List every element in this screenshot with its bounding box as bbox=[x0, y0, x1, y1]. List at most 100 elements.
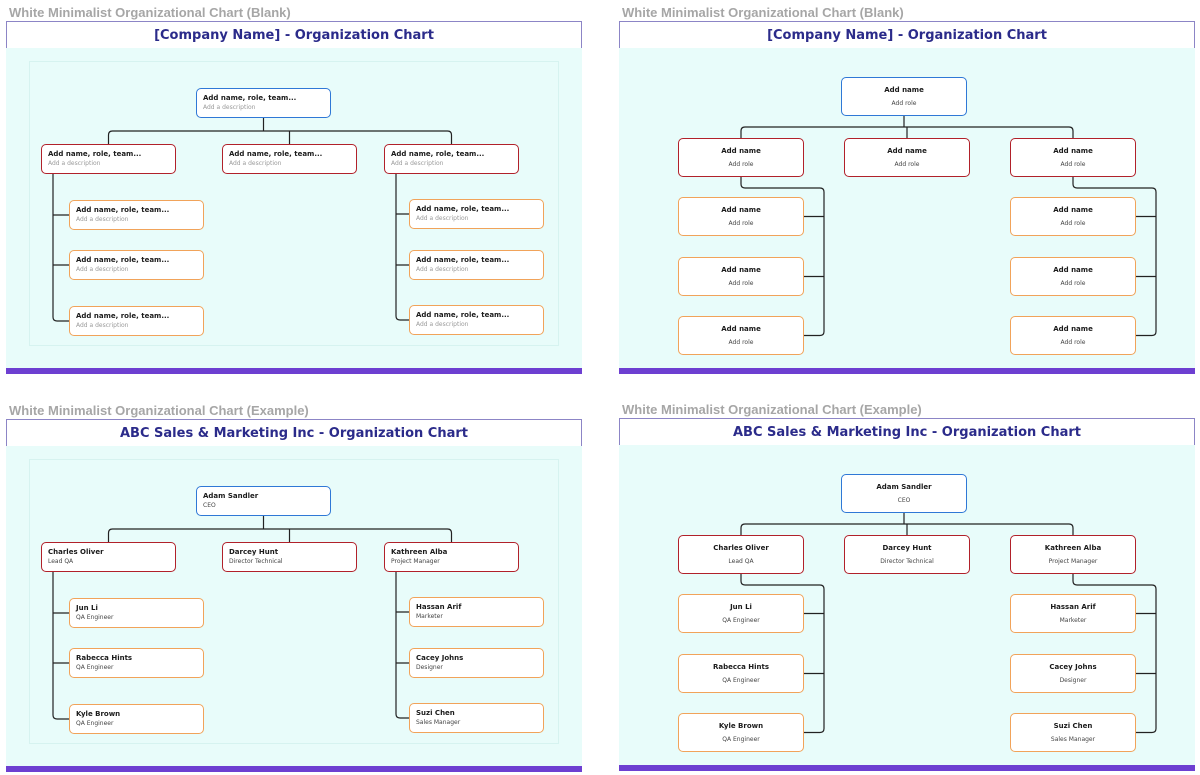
node-name: Suzi Chen bbox=[1053, 721, 1093, 730]
node-role: Add a description bbox=[76, 216, 129, 223]
node-role: QA Engineer bbox=[722, 735, 760, 743]
org-chart-panel: White Minimalist Organizational Chart (E… bbox=[6, 403, 582, 775]
node-name: Suzi Chen bbox=[416, 709, 455, 717]
node-name: Add name bbox=[721, 265, 761, 274]
report-node[interactable]: Add name, role, team... Add a description bbox=[409, 199, 544, 229]
node-name: Add name, role, team... bbox=[76, 206, 170, 214]
report-node[interactable]: Add name, role, team... Add a description bbox=[69, 306, 204, 336]
node-role: Add a description bbox=[416, 215, 469, 222]
node-name: Add name bbox=[721, 146, 761, 155]
node-role: Director Technical bbox=[229, 558, 283, 565]
node-role: Add a description bbox=[48, 160, 101, 167]
node-name: Add name bbox=[1053, 146, 1093, 155]
left-manager-to-reports-connector bbox=[52, 572, 69, 720]
chart-title: ABC Sales & Marketing Inc - Organization… bbox=[619, 418, 1195, 446]
node-name: Jun Li bbox=[730, 602, 752, 611]
node-name: Add name, role, team... bbox=[229, 150, 323, 158]
node-role: Sales Manager bbox=[416, 719, 461, 726]
connector-lines bbox=[52, 516, 453, 720]
node-name: Add name bbox=[1053, 324, 1093, 333]
node-role: Add a description bbox=[416, 266, 469, 273]
node-name: Charles Oliver bbox=[713, 543, 769, 552]
node-role: Add a description bbox=[391, 160, 444, 167]
node-name: Add name bbox=[887, 146, 927, 155]
node-name: Add name, role, team... bbox=[416, 205, 510, 213]
node-role: Add a description bbox=[416, 321, 469, 328]
report-node[interactable]: Add name, role, team... Add a description bbox=[409, 250, 544, 280]
right-manager-to-reports-connector bbox=[1072, 574, 1157, 734]
report-node[interactable]: Add name, role, team...Add a description bbox=[409, 305, 544, 335]
report-node[interactable]: Add name, role, team...Add a description bbox=[69, 250, 204, 280]
node-name: Cacey Johns bbox=[416, 654, 464, 662]
node-name: Charles Oliver bbox=[48, 548, 104, 556]
panel-caption: White Minimalist Organizational Chart (E… bbox=[9, 403, 309, 418]
node-role: Director Technical bbox=[880, 557, 934, 565]
node-name: Darcey Hunt bbox=[882, 543, 932, 552]
node-role: Add role bbox=[728, 279, 754, 287]
right-manager-to-reports-connector bbox=[395, 572, 409, 719]
node-role: Add a description bbox=[76, 322, 129, 329]
node-name: Add name, role, team... bbox=[416, 256, 510, 264]
root-node[interactable]: Add name, role, team...Add a description bbox=[196, 88, 331, 118]
report-node[interactable]: Add name, role, team... Add a description bbox=[69, 200, 204, 230]
panel-caption: White Minimalist Organizational Chart (B… bbox=[9, 5, 291, 20]
connector-lines bbox=[740, 513, 1157, 734]
node-name: Hassan Arif bbox=[1050, 602, 1096, 611]
root-to-managers-connector bbox=[107, 516, 453, 542]
node-name: Add name, role, team... bbox=[203, 94, 297, 102]
node-name: Add name, role, team... bbox=[76, 312, 170, 320]
node-role: Lead QA bbox=[728, 557, 754, 565]
node-role: QA Engineer bbox=[722, 676, 760, 684]
node-name: Add name bbox=[1053, 265, 1093, 274]
node-role: QA Engineer bbox=[76, 614, 114, 621]
node-name: Add name bbox=[1053, 205, 1093, 214]
manager-node[interactable]: Add name, role, team...Add a description bbox=[41, 144, 176, 174]
org-chart-panel: White Minimalist Organizational Chart (E… bbox=[619, 402, 1195, 774]
node-role: Project Manager bbox=[1048, 557, 1098, 565]
chart-title: [Company Name] - Organization Chart bbox=[619, 21, 1195, 49]
node-name: Adam Sandler bbox=[203, 492, 259, 500]
node-role: QA Engineer bbox=[76, 720, 114, 727]
node-name: Add name, role, team... bbox=[391, 150, 485, 158]
manager-node[interactable]: Add name, role, team... Add a description bbox=[384, 144, 519, 174]
node-role: Lead QA bbox=[48, 558, 74, 565]
node-name: Add name bbox=[884, 85, 924, 94]
node-name: Rabecca Hints bbox=[76, 654, 133, 662]
bottom-accent-bar bbox=[619, 368, 1195, 374]
connector-lines bbox=[52, 118, 453, 322]
chart-title: [Company Name] - Organization Chart bbox=[6, 21, 582, 49]
node-role: Project Manager bbox=[391, 558, 440, 565]
manager-node[interactable]: Add name, role, team...Add a description bbox=[222, 144, 357, 174]
